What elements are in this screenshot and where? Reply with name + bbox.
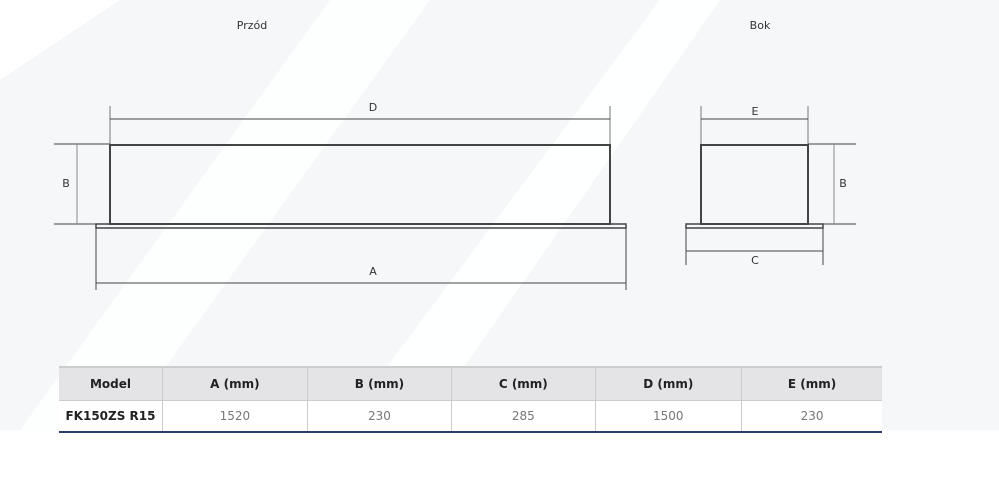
side-view (685, 106, 856, 265)
dim-label-d: D (368, 101, 378, 114)
dim-label-c: C (751, 254, 759, 267)
front-view (54, 106, 627, 290)
dim-label-e: E (751, 105, 759, 118)
dim-label-b-side: B (839, 177, 847, 190)
header-a: A (mm) (162, 367, 308, 401)
table-row: FK150ZS R15 1520 230 285 1500 230 (59, 400, 882, 432)
front-view-title: Przód (236, 19, 268, 32)
side-view-title: Bok (749, 19, 771, 32)
table-header-row: Model A (mm) B (mm) C (mm) D (mm) E (mm) (59, 367, 882, 401)
header-b: B (mm) (307, 367, 453, 401)
header-d: D (mm) (595, 367, 743, 401)
cell-model: FK150ZS R15 (59, 400, 163, 432)
dimensions-table: Model A (mm) B (mm) C (mm) D (mm) E (mm)… (59, 366, 882, 433)
cell-d: 1500 (595, 400, 743, 432)
cell-e: 230 (741, 400, 882, 432)
dim-label-a: A (369, 265, 377, 278)
cell-b: 230 (307, 400, 453, 432)
cell-c: 285 (451, 400, 596, 432)
dim-label-b-front: B (62, 177, 70, 190)
header-model: Model (59, 367, 163, 401)
header-c: C (mm) (451, 367, 596, 401)
cell-a: 1520 (162, 400, 308, 432)
header-e: E (mm) (741, 367, 882, 401)
